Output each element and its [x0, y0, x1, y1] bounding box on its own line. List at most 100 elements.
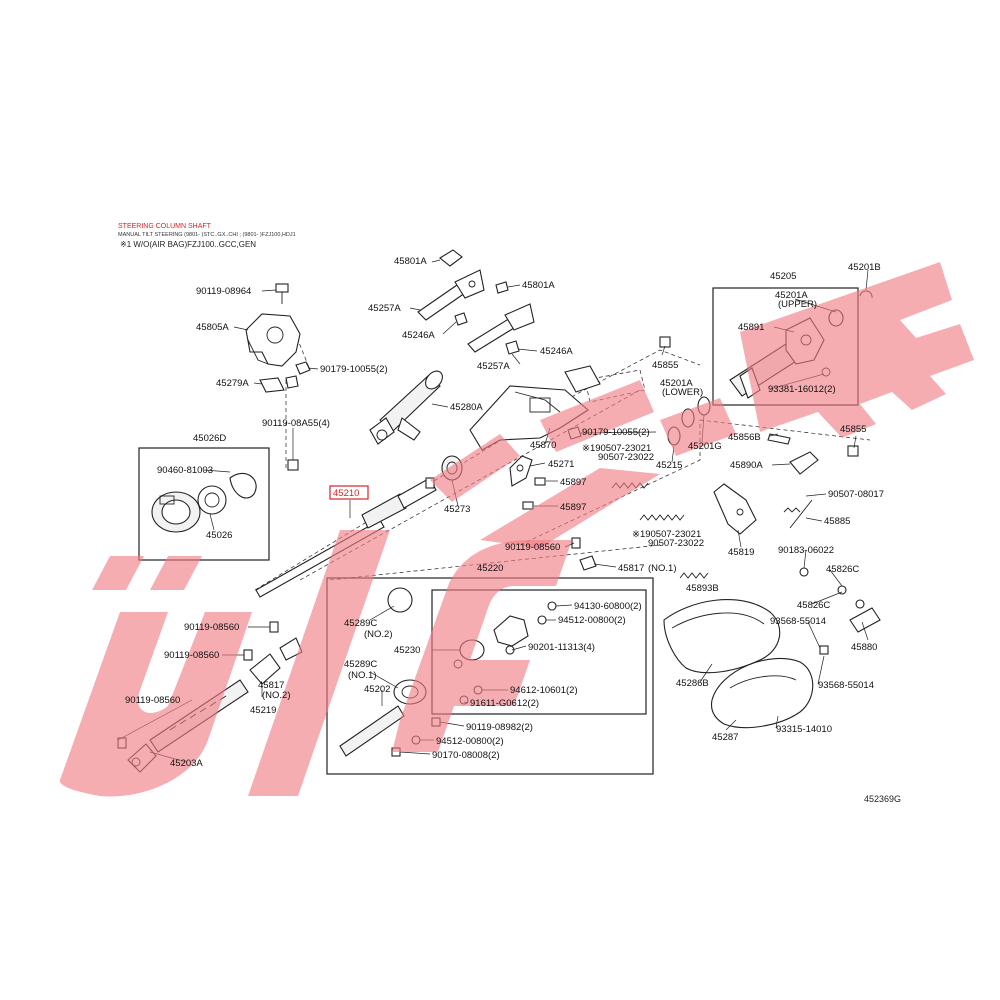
label-45203a[interactable]: 45203A: [170, 758, 203, 769]
label-45880[interactable]: 45880: [851, 642, 877, 653]
label-45220[interactable]: 45220: [477, 563, 503, 574]
label-45855-2[interactable]: 45855: [840, 424, 866, 435]
label-45273[interactable]: 45273: [444, 504, 470, 515]
label-90170-08008[interactable]: 90170-08008(2): [432, 750, 500, 761]
label-90179-10055-b[interactable]: 90179-10055(2): [582, 427, 650, 438]
label-45801a-1[interactable]: 45801A: [394, 256, 427, 267]
label-90507-23022-b[interactable]: 90507-23022: [648, 538, 704, 549]
label-45271[interactable]: 45271: [548, 459, 574, 470]
label-45897-1[interactable]: 45897: [560, 477, 586, 488]
label-94612-10601[interactable]: 94612-10601(2): [510, 685, 578, 696]
part-90183-washer[interactable]: [799, 567, 809, 577]
label-45289c-1[interactable]: 45289C: [344, 618, 377, 629]
label-90183-06022[interactable]: 90183-06022: [778, 545, 834, 556]
part-45801a-plate[interactable]: [439, 249, 463, 267]
label-90119-08964[interactable]: 90119-08964: [196, 286, 251, 297]
label-45246a-1[interactable]: 45246A: [402, 330, 435, 341]
part-45856b-pin[interactable]: [767, 433, 791, 445]
part-45257a-lever[interactable]: [417, 269, 485, 321]
part-45286b-upper-cover[interactable]: [663, 599, 781, 674]
label-90119-08560-2[interactable]: 90119-08560: [184, 622, 239, 633]
label-45805a[interactable]: 45805A: [196, 322, 229, 333]
label-no2-a: (NO.2): [364, 629, 393, 640]
label-45885[interactable]: 45885: [824, 516, 850, 527]
label-91611-g0612[interactable]: 91611-G0612(2): [470, 698, 539, 709]
part-45885-rod[interactable]: [783, 499, 813, 529]
label-45817-1[interactable]: 45817: [618, 563, 644, 574]
part-spring-90507-b[interactable]: [639, 514, 685, 521]
label-90119-08560-3[interactable]: 90119-08560: [164, 650, 219, 661]
label-45801a-2[interactable]: 45801A: [522, 280, 555, 291]
label-90507-23022-a[interactable]: 90507-23022: [598, 452, 654, 463]
part-45280a-tube[interactable]: [369, 368, 446, 445]
label-45246a-2[interactable]: 45246A: [540, 346, 573, 357]
part-bolt-90119-08964[interactable]: [275, 283, 289, 304]
part-45219-yoke[interactable]: [249, 653, 281, 685]
label-93381-16012[interactable]: 93381-16012(2): [768, 384, 836, 395]
label-45289c-2[interactable]: 45289C: [344, 659, 377, 670]
label-45219[interactable]: 45219: [250, 705, 276, 716]
label-45856b[interactable]: 45856B: [728, 432, 761, 443]
label-45210-highlighted[interactable]: 45210: [333, 488, 359, 499]
label-190507-23021-b[interactable]: ※190507-23021: [632, 529, 701, 540]
label-45201g[interactable]: 45201G: [688, 441, 722, 452]
label-45201a-lower[interactable]: 45201A: [660, 378, 693, 389]
diagram-title: STEERING COLUMN SHAFT: [118, 223, 212, 230]
label-93568-55014-2[interactable]: 93568-55014: [818, 680, 874, 691]
label-90201-11313[interactable]: 90201-11313(4): [528, 642, 595, 653]
label-90460-81003[interactable]: 90460-81003: [157, 465, 213, 476]
label-94130-60800[interactable]: 94130-60800(2): [574, 601, 642, 612]
label-45201a-upper[interactable]: 45201A: [775, 290, 808, 301]
label-45826c-1[interactable]: 45826C: [826, 564, 859, 575]
label-45891[interactable]: 45891: [738, 322, 764, 333]
label-190507-23021-a[interactable]: ※190507-23021: [582, 443, 651, 454]
label-90119-08a55[interactable]: 90119-08A55(4): [262, 418, 330, 429]
part-45819-lever[interactable]: [713, 483, 757, 535]
label-93568-55014-1[interactable]: 93568-55014: [770, 616, 826, 627]
part-45897-bolt[interactable]: [522, 477, 546, 510]
part-45805a-bracket[interactable]: [245, 313, 301, 367]
part-45279a-clip[interactable]: [259, 377, 285, 393]
part-spring-45893b[interactable]: [679, 572, 709, 579]
label-45257a-1[interactable]: 45257A: [368, 303, 401, 314]
label-93315-14010[interactable]: 93315-14010: [776, 724, 832, 735]
label-45202[interactable]: 45202: [364, 684, 390, 695]
label-45870[interactable]: 45870: [530, 440, 556, 451]
label-45287[interactable]: 45287: [712, 732, 738, 743]
label-45205[interactable]: 45205: [770, 271, 796, 282]
part-bolt-45801a[interactable]: [495, 281, 509, 294]
label-45215[interactable]: 45215: [656, 460, 682, 471]
label-90507-08017[interactable]: 90507-08017: [828, 489, 884, 500]
label-45826c-2[interactable]: 45826C: [797, 600, 830, 611]
label-94512-00800-2[interactable]: 94512-00800(2): [436, 736, 504, 747]
label-45893b[interactable]: 45893B: [686, 583, 719, 594]
label-45280a[interactable]: 45280A: [450, 402, 483, 413]
part-45880-lever[interactable]: [849, 607, 881, 633]
part-nut-90179-10055[interactable]: [285, 361, 311, 389]
label-45026[interactable]: 45026: [206, 530, 232, 541]
part-45271-lever[interactable]: [509, 455, 533, 487]
label-45819[interactable]: 45819: [728, 547, 754, 558]
part-45246a-block[interactable]: [454, 312, 520, 355]
label-45890a[interactable]: 45890A: [730, 460, 763, 471]
part-45826c[interactable]: [837, 585, 865, 609]
label-90119-08982[interactable]: 90119-08982(2): [466, 722, 533, 733]
part-45026-cover[interactable]: [151, 472, 257, 533]
label-94512-00800-1[interactable]: 94512-00800(2): [558, 615, 626, 626]
part-45287-lower-cover[interactable]: [710, 657, 814, 729]
label-45897-2[interactable]: 45897: [560, 502, 586, 513]
label-90179-10055-a[interactable]: 90179-10055(2): [320, 364, 388, 375]
part-45890a-lever[interactable]: [789, 451, 819, 475]
label-90119-08560-1[interactable]: 90119-08560: [505, 542, 560, 553]
label-45855-1[interactable]: 45855: [652, 360, 678, 371]
label-90119-08560-4[interactable]: 90119-08560: [125, 695, 180, 706]
label-45026d[interactable]: 45026D: [193, 433, 226, 444]
part-bolt-90119-08a55[interactable]: [287, 459, 299, 471]
label-45279a[interactable]: 45279A: [216, 378, 249, 389]
label-45230[interactable]: 45230: [394, 645, 420, 656]
label-45817-2[interactable]: 45817: [258, 680, 284, 691]
label-45257a-2[interactable]: 45257A: [477, 361, 510, 372]
label-45286b[interactable]: 45286B: [676, 678, 709, 689]
label-45201b[interactable]: 45201B: [848, 262, 881, 273]
part-45257a-lever-2[interactable]: [467, 303, 535, 353]
